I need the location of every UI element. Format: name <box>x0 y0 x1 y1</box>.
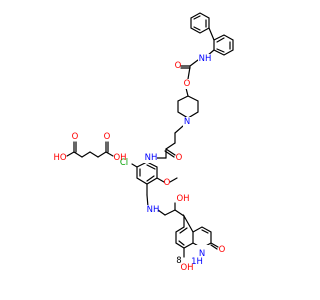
lactam-n-label: N <box>199 249 205 259</box>
amide-o-label: O <box>176 153 183 163</box>
drug-atom-labels: NH O O N O NH Cl O NH OH N 1H O 8 OH <box>120 54 226 273</box>
carbamate-group <box>180 59 199 80</box>
lactam-o-label: O <box>219 245 226 255</box>
methoxy-o-label: O <box>164 178 171 188</box>
acid-carbonyl-o-label-1: O <box>72 132 79 142</box>
acid-oh-label: OH <box>113 153 126 163</box>
ring-nh-label: 1H <box>191 257 203 267</box>
aminoethanol-linker <box>157 202 185 217</box>
succinic-acid <box>66 141 114 158</box>
carbamate-ester-o-label: O <box>184 79 191 89</box>
ring-locant-label: 8 <box>176 256 181 266</box>
piperidine-ring <box>177 87 199 119</box>
acid-atom-labels: O O HO OH <box>53 132 126 163</box>
piperidine-n-label: N <box>184 117 190 127</box>
carbamate-carbonyl-o-label: O <box>175 61 182 71</box>
chemical-structure: NH O O N O NH Cl O NH OH N 1H O 8 OH O O… <box>53 12 234 273</box>
amine-nh-label: NH <box>147 205 160 215</box>
biphenyl-nh-label: NH <box>199 54 212 64</box>
structure-canvas: NH O O N O NH Cl O NH OH N 1H O 8 OH O O… <box>53 12 234 273</box>
amide-nh-label: NH <box>145 153 158 163</box>
propanamide-chain <box>156 125 184 159</box>
chloro-label: Cl <box>120 158 128 168</box>
hydroxy-label: OH <box>176 194 189 204</box>
quinolinone-ring <box>175 213 219 258</box>
central-benzene-ring <box>131 157 178 208</box>
phenol-oh-label: OH <box>180 263 193 273</box>
acid-ho-label: HO <box>53 153 66 163</box>
biphenyl-group <box>190 12 234 57</box>
acid-carbonyl-o-label-2: O <box>104 132 111 142</box>
